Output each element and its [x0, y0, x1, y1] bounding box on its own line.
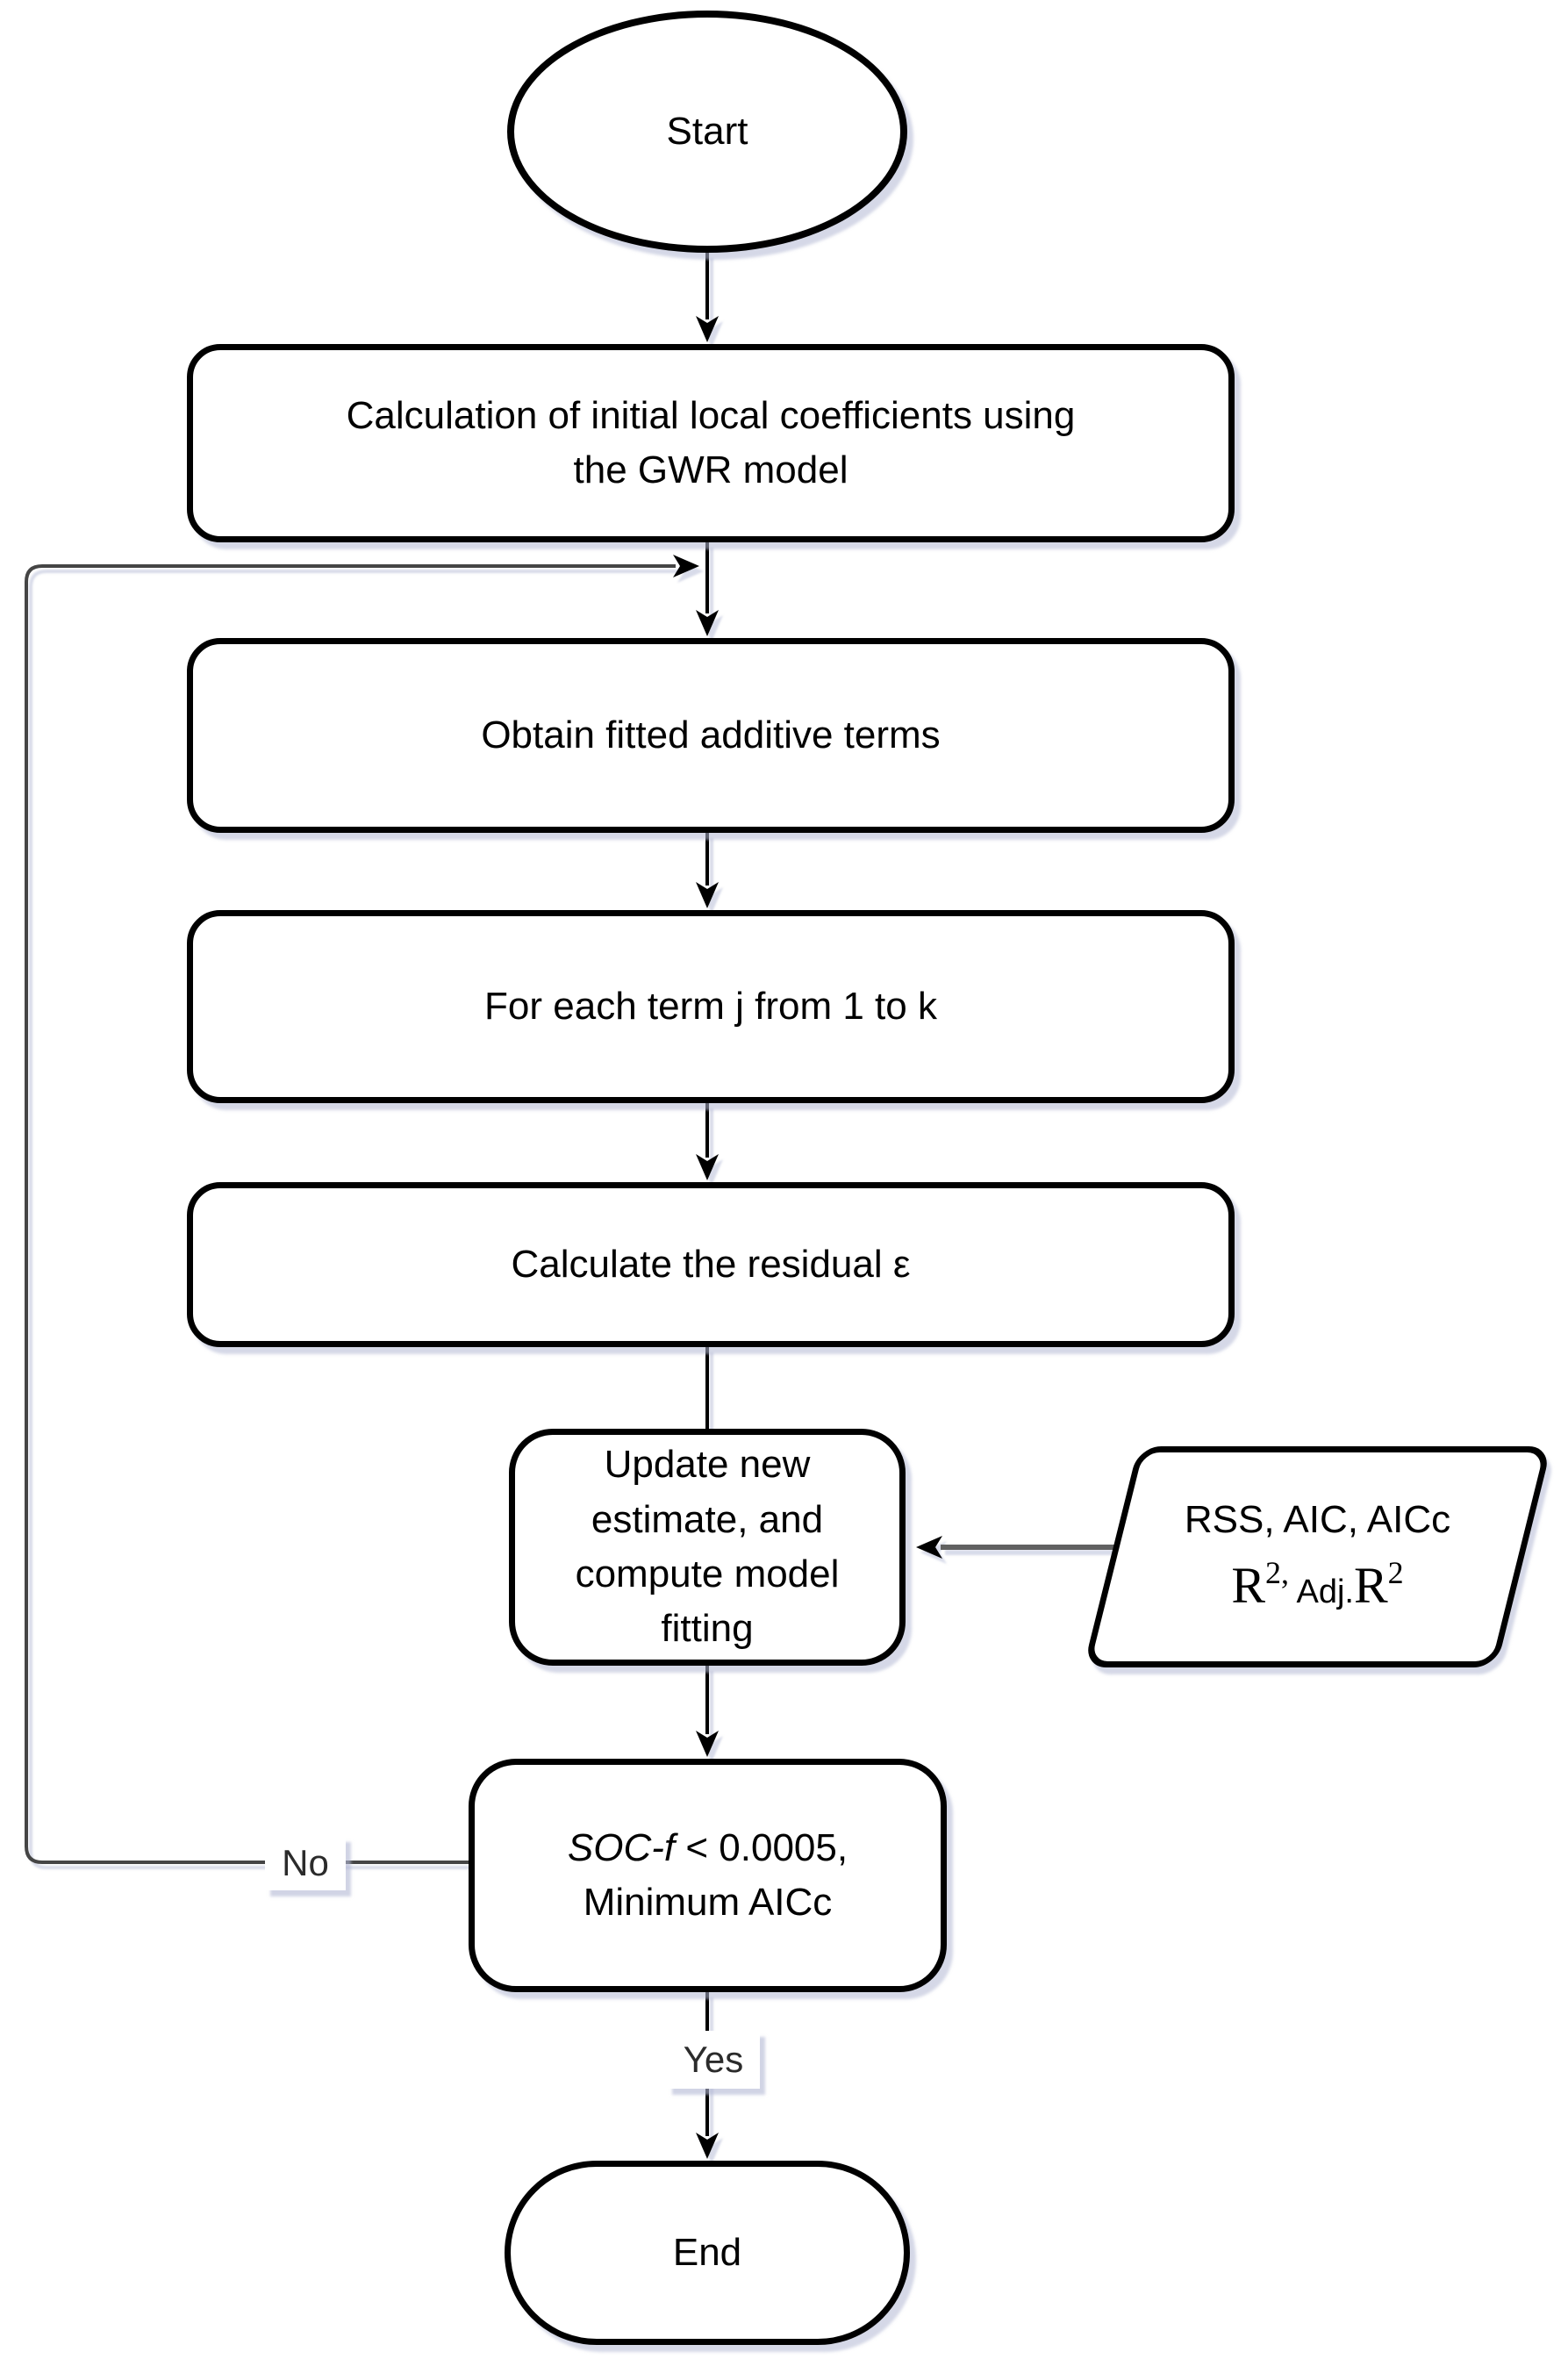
node-end: End: [505, 2161, 910, 2345]
arrowhead-into-end: [696, 2133, 719, 2159]
node-update-estimate-label: Update new estimate, and compute model f…: [575, 1443, 840, 1651]
edge-no-loop: [25, 564, 676, 1864]
node-start-label: Start: [666, 109, 748, 153]
metrics-line1: RSS, AIC, AICc: [1185, 1494, 1450, 1545]
edge-label-yes-text: Yes: [683, 2039, 744, 2080]
decision-line1: SOC-f < 0.0005,: [568, 1821, 848, 1875]
arrowhead-into-update: [916, 1536, 942, 1559]
arrowhead-loop-merge: [673, 555, 699, 577]
node-decision-content: SOC-f < 0.0005, Minimum AICc: [568, 1821, 848, 1931]
node-for-each-term-label: For each term j from 1 to k: [484, 984, 937, 1028]
metrics-r1: R: [1231, 1556, 1266, 1614]
arrowhead-into-obtain: [696, 610, 719, 636]
node-decision: SOC-f < 0.0005, Minimum AICc: [469, 1759, 947, 1992]
arrowhead-into-calc: [696, 316, 719, 342]
node-metrics-content: RSS, AIC, AICc R2, Adj.R2: [1117, 1452, 1518, 1661]
node-calc-residual: Calculate the residual ε: [187, 1182, 1235, 1347]
node-calc-initial: Calculation of initial local coefficient…: [187, 344, 1235, 542]
node-obtain-fitted: Obtain fitted additive terms: [187, 638, 1235, 833]
metrics-r2-sup: 2: [1387, 1554, 1404, 1590]
node-metrics-parallelogram: RSS, AIC, AICc R2, Adj.R2: [1083, 1446, 1552, 1667]
metrics-adj: Adj.: [1289, 1573, 1354, 1610]
metrics-line1-text: RSS, AIC, AICc: [1184, 1498, 1451, 1542]
node-calc-initial-label: Calculation of initial local coefficient…: [346, 393, 1076, 491]
node-start: Start: [507, 11, 907, 253]
node-calc-residual-label: Calculate the residual ε: [511, 1242, 911, 1286]
node-for-each-term: For each term j from 1 to k: [187, 910, 1235, 1103]
node-update-estimate: Update new estimate, and compute model f…: [509, 1429, 906, 1666]
metrics-r2: R: [1353, 1556, 1388, 1614]
metrics-line2: R2, Adj.R2: [1231, 1552, 1403, 1620]
edge-label-yes: Yes: [667, 2031, 760, 2089]
arrowhead-into-residual: [696, 1154, 719, 1180]
metrics-r1-sup: 2,: [1265, 1554, 1290, 1590]
edge-label-no: No: [265, 1836, 346, 1890]
arrowhead-into-decision: [696, 1731, 719, 1757]
arrowhead-into-foreach: [696, 882, 719, 908]
decision-line2: Minimum AICc: [583, 1881, 833, 1924]
decision-condition-italic: SOC-f: [567, 1825, 676, 1869]
node-obtain-fitted-label: Obtain fitted additive terms: [481, 713, 941, 756]
node-end-label: End: [672, 2230, 742, 2274]
edge-label-no-text: No: [282, 1842, 329, 1883]
decision-condition-rest: < 0.0005,: [675, 1825, 848, 1869]
